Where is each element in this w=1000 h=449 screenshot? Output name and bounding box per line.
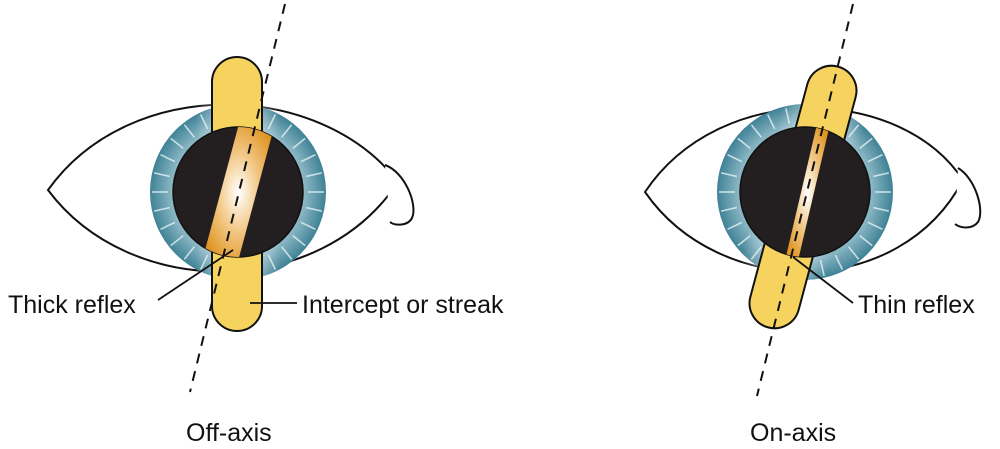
iris-fiber <box>727 221 743 231</box>
iris-fiber <box>873 206 890 212</box>
iris-fiber <box>199 114 209 130</box>
iris-fiber <box>737 137 751 149</box>
off-axis-eye: Thick reflex Intercept or streak Off-axi… <box>8 3 504 447</box>
iris-fiber <box>300 221 316 231</box>
iris-fiber <box>819 260 825 277</box>
iris-fiber <box>867 221 883 231</box>
iris-fiber <box>306 206 323 212</box>
iris-fiber <box>300 153 316 163</box>
iris-fiber <box>160 221 176 231</box>
iris-fiber <box>750 124 762 138</box>
iris-fiber <box>281 246 293 260</box>
axis-line <box>189 3 286 393</box>
iris-fiber <box>153 172 170 178</box>
iris-fiber <box>170 235 184 247</box>
iris-fiber <box>737 235 751 247</box>
iris-fiber <box>281 124 293 138</box>
iris-fiber <box>766 114 776 130</box>
iris-fiber <box>170 137 184 149</box>
iris-fiber <box>306 172 323 178</box>
iris-fiber <box>720 206 737 212</box>
iris-fiber <box>267 114 277 130</box>
iris-fiber <box>292 235 306 247</box>
reflex-leader <box>157 249 234 301</box>
iris-fiber <box>873 172 890 178</box>
off-axis-caption: Off-axis <box>186 419 272 447</box>
thick-reflex-label: Thick reflex <box>8 291 136 319</box>
thick-reflex <box>201 127 276 257</box>
iris-fiber <box>750 246 762 260</box>
iris-fiber <box>153 206 170 212</box>
eyelid-corner <box>384 164 415 226</box>
thin-reflex-label: Thin reflex <box>858 291 975 319</box>
iris-fiber <box>199 254 209 270</box>
thin-reflex <box>784 127 831 257</box>
iris-fiber <box>183 246 195 260</box>
iris-fiber <box>867 153 883 163</box>
intercept-label: Intercept or streak <box>302 291 504 319</box>
iris-fiber <box>727 153 743 163</box>
iris-fiber <box>859 235 873 247</box>
iris-fiber <box>292 137 306 149</box>
iris-fiber <box>834 254 844 270</box>
eyelid-corner <box>954 167 982 229</box>
iris-fiber <box>848 124 860 138</box>
iris-fiber <box>848 246 860 260</box>
iris-fiber <box>785 107 791 124</box>
on-axis-caption: On-axis <box>750 419 836 447</box>
iris-fiber <box>859 137 873 149</box>
reflex-leader <box>792 256 854 304</box>
iris-fiber <box>267 254 277 270</box>
on-axis-eye: Thin reflex On-axis <box>643 3 982 447</box>
iris-fiber <box>183 124 195 138</box>
iris-fiber <box>720 172 737 178</box>
iris-fiber <box>160 153 176 163</box>
axis-line <box>756 3 854 397</box>
